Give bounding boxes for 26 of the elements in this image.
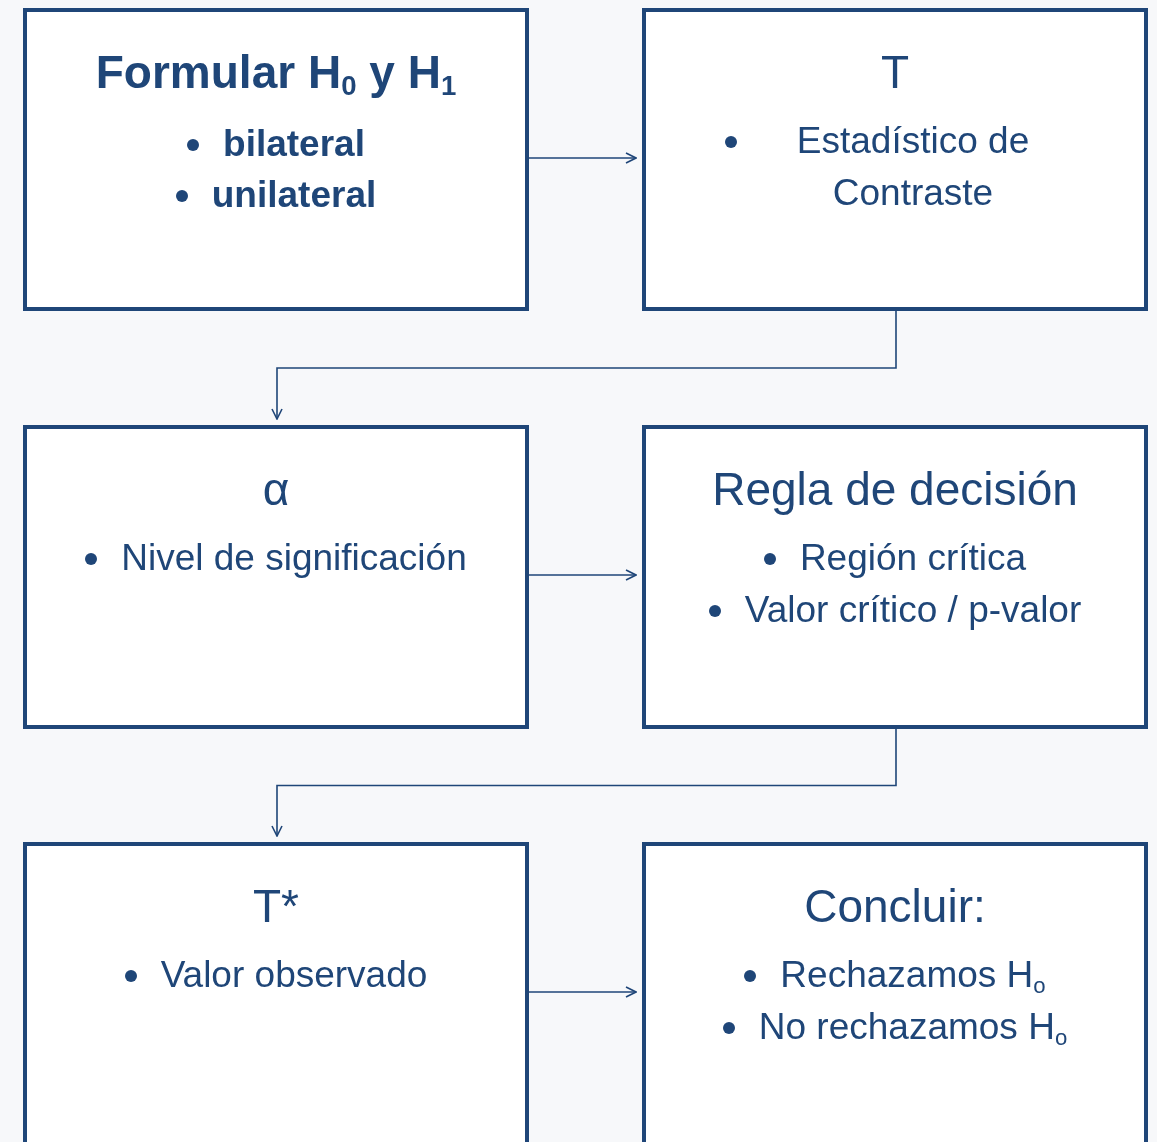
process-box xyxy=(23,842,529,1142)
bullet-item: Estadístico de Contraste xyxy=(795,118,1031,215)
arrow xyxy=(271,310,897,420)
arrow xyxy=(271,728,897,837)
bullet-item: Rechazamos H$_{o}$ xyxy=(780,952,1046,1000)
bullet-item: Valor observado xyxy=(160,952,428,997)
heading: Formular H$_{0}$ y H$_{1}$ xyxy=(95,46,457,102)
symbol: α xyxy=(262,463,290,516)
arrow xyxy=(528,569,637,581)
arrow xyxy=(528,152,637,164)
process-box xyxy=(23,425,529,729)
bullet-item: No rechazamos H$_{o}$ xyxy=(758,1004,1068,1052)
bullet-item: Nivel de significación xyxy=(121,535,467,580)
bullet-item: unilateral xyxy=(211,173,377,218)
process-box xyxy=(23,8,529,311)
heading: Concluir: xyxy=(804,880,986,933)
arrow xyxy=(528,986,637,998)
bullet-item: Región crítica xyxy=(799,535,1027,580)
process-box xyxy=(642,425,1148,729)
bullet-item: bilateral xyxy=(223,121,365,166)
heading: T xyxy=(880,46,910,99)
process-box xyxy=(642,842,1148,1142)
bullet-item: Valor crítico / p-valor xyxy=(744,587,1082,632)
heading: Regla de decisión xyxy=(712,463,1078,516)
symbol: T* xyxy=(253,880,299,933)
process-box xyxy=(642,8,1148,311)
